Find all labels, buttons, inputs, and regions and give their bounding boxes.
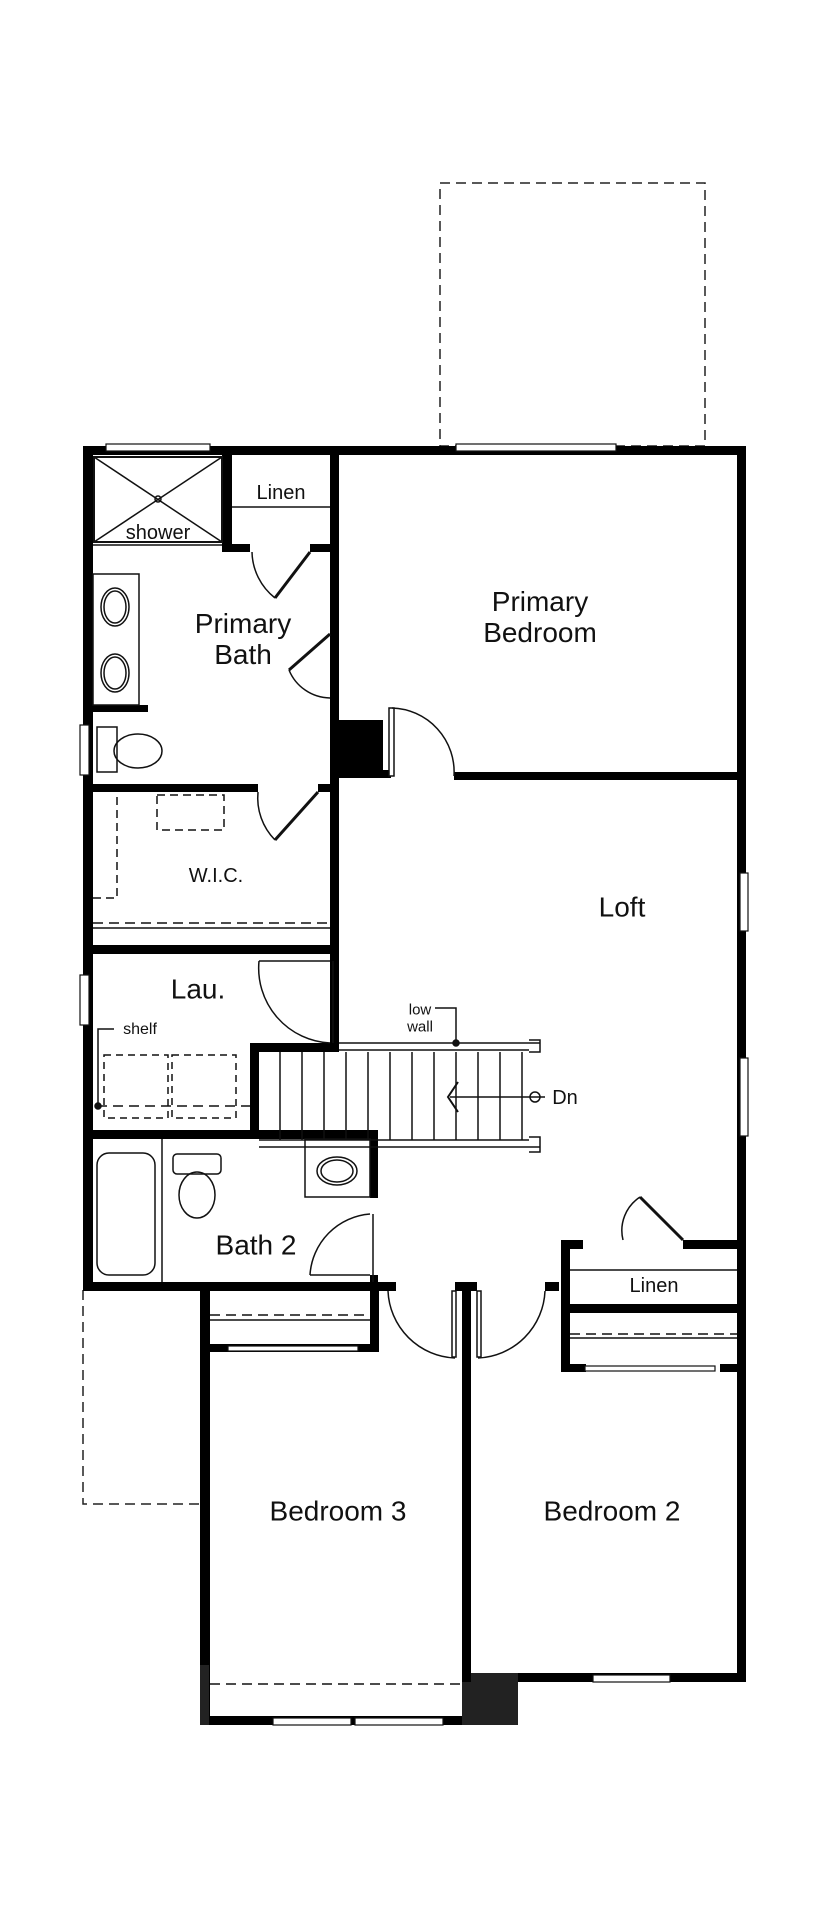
exterior-walls xyxy=(83,446,746,1725)
linen-hall-label: Linen xyxy=(629,1275,679,1297)
primary-bath-label: Primary Bath xyxy=(194,608,292,671)
stairs-down-label: Dn xyxy=(552,1087,578,1109)
linen-primary-label: Linen xyxy=(256,482,306,504)
optional-area-outline xyxy=(439,182,706,447)
laundry-label: Lau. xyxy=(170,973,226,1005)
low-wall-line2: wall xyxy=(407,1018,433,1035)
bedroom-2-label: Bedroom 2 xyxy=(543,1495,681,1527)
low-wall-label: low wall xyxy=(407,1001,433,1036)
optional-area-outline-left xyxy=(82,1290,200,1505)
bedroom-3-label: Bedroom 3 xyxy=(269,1495,407,1527)
doors xyxy=(251,551,685,1359)
shelf-label: shelf xyxy=(123,1021,157,1039)
windows xyxy=(79,443,749,1726)
primary-bedroom-line1: Primary xyxy=(491,586,589,618)
shower-label: shower xyxy=(125,522,191,544)
primary-bath-line2: Bath xyxy=(214,639,272,670)
stairs xyxy=(259,1007,545,1153)
wic-label: W.I.C. xyxy=(188,865,244,887)
primary-bedroom-line2: Bedroom xyxy=(483,617,597,648)
low-wall-line1: low xyxy=(408,1001,432,1019)
primary-bedroom-label: Primary Bedroom xyxy=(483,586,597,649)
fixtures xyxy=(92,456,737,1685)
loft-label: Loft xyxy=(598,891,646,923)
bath-2-label: Bath 2 xyxy=(215,1229,297,1261)
primary-bath-line1: Primary xyxy=(194,608,292,640)
